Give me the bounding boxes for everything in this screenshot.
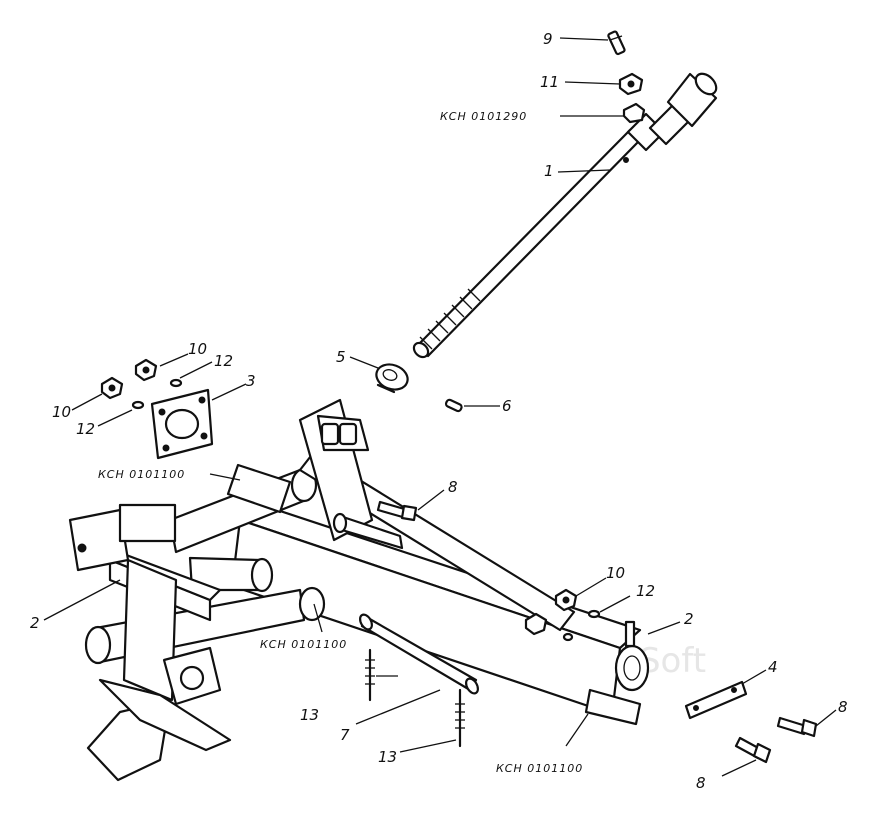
callout-5: 5 [336,348,346,366]
part-1-rod [412,72,718,359]
callout-labels: 9 11 КСН 0101290 1 5 6 10 12 3 10 12 КСН… [30,30,848,792]
stud-right [624,620,636,648]
part-0101290-nut [622,102,646,124]
part-3-flange [150,388,214,460]
leader-lines [43,37,837,777]
part-7-axle [359,613,479,695]
frame-assembly [68,398,650,782]
callout-ksn-0101290: КСН 0101290 [440,110,527,123]
callout-12-left: 12 [76,420,95,438]
callout-2-left: 2 [30,614,40,632]
callout-8-right: 8 [838,698,848,716]
nut-10-right [554,588,578,612]
callout-9: 9 [543,30,553,48]
pin-13-left [365,648,375,702]
callout-11: 11 [540,73,559,91]
callout-ksn-0101100-lower: КСН 0101100 [496,762,583,775]
bolt-8-bottom [734,736,772,764]
nut-10-left [100,376,124,400]
callout-10-left: 10 [52,403,71,421]
callout-13-left: 13 [300,706,319,724]
callout-1: 1 [544,162,554,180]
washer-12-left [131,400,145,410]
callout-13-right: 13 [378,748,397,766]
nut-10-upper [134,358,158,382]
callout-12-upper: 12 [214,352,233,370]
part-11-nut [618,72,644,96]
washer-12-upper [169,378,183,388]
washer-12-right [562,609,601,642]
callout-8-upper: 8 [448,478,458,496]
part-5-bushing [375,363,409,394]
nut-right-lower [524,612,548,636]
callout-10-right: 10 [606,564,625,582]
callout-6: 6 [502,397,512,415]
callout-10-upper: 10 [188,340,207,358]
callout-2-right: 2 [684,610,694,628]
bolt-8-right [776,716,818,738]
bolt-8-upper [376,500,418,522]
callout-4: 4 [768,658,778,676]
callout-7: 7 [340,726,350,744]
callout-ksn-0101100-mid: КСН 0101100 [260,638,347,651]
part-9-screw [607,30,626,56]
part-4-plate [684,680,748,720]
callout-3: 3 [246,372,256,390]
callout-ksn-0101100-upper: КСН 0101100 [98,468,185,481]
callout-12-right: 12 [636,582,655,600]
callout-8-bottom: 8 [696,774,706,792]
part-6-pin [444,398,463,413]
pin-13-right [455,688,465,748]
